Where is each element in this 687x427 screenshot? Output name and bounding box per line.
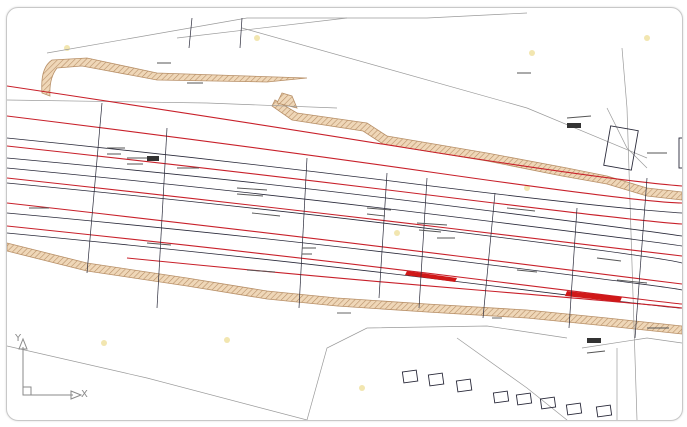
ucs-x-label: X	[81, 389, 88, 400]
terrain-hatch-upper-band	[271, 99, 682, 201]
track-lines-dark	[7, 137, 682, 309]
annotation-blocks	[29, 62, 669, 354]
cross-section-lines	[86, 17, 648, 339]
ucs-axis-icon: Y X	[15, 333, 95, 403]
terrain-hatch-lower-band	[7, 242, 682, 335]
building-symbols	[401, 125, 682, 418]
ucs-axis-glyph	[18, 337, 83, 400]
boundary-lines	[7, 12, 682, 420]
red-markers	[405, 271, 622, 302]
cad-drawing-canvas[interactable]	[7, 8, 682, 420]
alignment-lines-red	[7, 85, 682, 309]
stamp-labels	[147, 123, 601, 343]
background-dots	[64, 35, 650, 391]
ucs-y-label: Y	[15, 333, 22, 344]
cad-viewport[interactable]: Y X	[6, 7, 683, 421]
terrain-hatch-upper-left	[41, 57, 308, 97]
